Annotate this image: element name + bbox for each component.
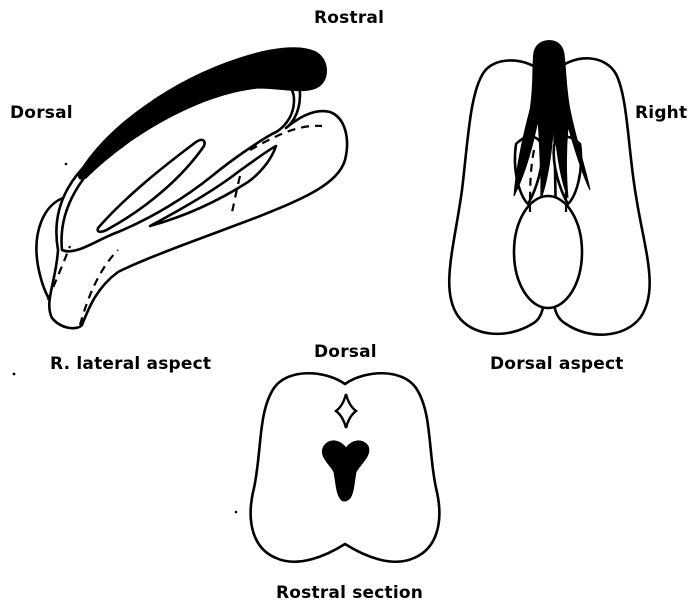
speck [65,163,67,165]
label-rostral: Rostral [314,8,384,28]
label-dorsal-left: Dorsal [10,103,73,123]
label-rostral-section: Rostral section [276,583,423,603]
label-dorsal-aspect: Dorsal aspect [490,354,624,374]
dorsal-aspect-figure [449,41,649,335]
label-right: Right [635,103,687,123]
speck [235,511,237,513]
dorsal-central-oval [514,196,582,308]
rostral-section-figure [251,373,440,561]
label-lateral-aspect: R. lateral aspect [50,354,211,374]
speck [13,373,15,375]
label-dorsal-section: Dorsal [314,342,377,362]
lateral-aspect-figure [36,48,347,328]
